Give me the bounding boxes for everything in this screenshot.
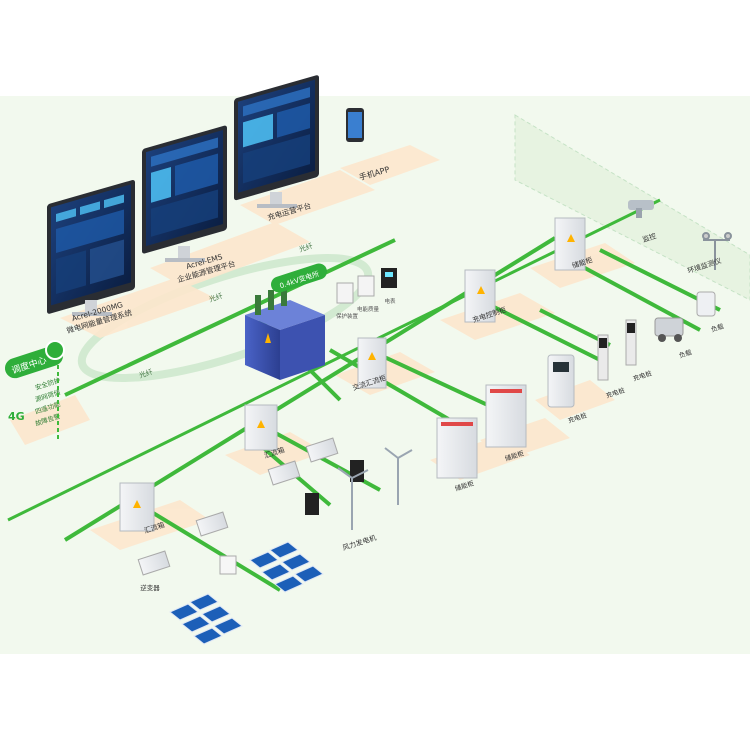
- phone-icon: [346, 108, 364, 142]
- bus-line-long: [7, 198, 661, 522]
- fiber-label-a: 光纤: [208, 291, 224, 304]
- monitor-charging: [234, 75, 319, 208]
- badge-4g: 4G: [8, 410, 25, 423]
- substation-badge: [271, 263, 327, 293]
- dispatch-center: [4, 340, 65, 379]
- load-label-2: 负载: [710, 321, 726, 334]
- energy-storage-units: [436, 384, 527, 479]
- substation-transformer: [245, 286, 325, 380]
- loads: [654, 291, 716, 342]
- cabinet-charge-control: [464, 269, 496, 323]
- cabinet-pv-combiner-2: [119, 482, 155, 532]
- solar-panels: [169, 541, 324, 645]
- cabinet-ess: [554, 217, 586, 271]
- fiber-ring: [77, 254, 373, 382]
- cabinet-pv-combiner-1: [244, 404, 278, 451]
- monitor-microgrid: [47, 180, 135, 316]
- inverter-label: 逆变器: [140, 583, 160, 592]
- device-label-3: 电表: [384, 297, 396, 305]
- camera-label: 监控: [641, 231, 657, 244]
- monitor-ems: [142, 125, 227, 262]
- device-label-1: 保护装置: [336, 312, 359, 320]
- env-monitor-icon: [702, 232, 732, 270]
- wind-turbines: [337, 447, 413, 530]
- protection-devices: [336, 268, 397, 304]
- load-label-1: 负载: [678, 347, 694, 360]
- chargers: [547, 319, 637, 408]
- cabinet-ac-bus: [357, 337, 387, 389]
- fiber-label-c: 光纤: [138, 367, 154, 380]
- device-label-2: 电能质量: [357, 305, 380, 313]
- inverters: [137, 437, 339, 576]
- camera-icon: [628, 200, 654, 218]
- fiber-label-b: 光纤: [298, 241, 314, 254]
